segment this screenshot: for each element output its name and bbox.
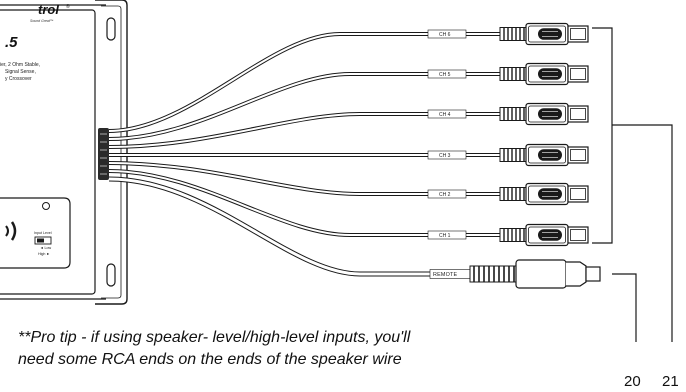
wire-ch1 (108, 169, 500, 237)
ch5-label: CH 5 (439, 72, 451, 78)
input-level-label: Input Level (34, 231, 52, 235)
remote-label: REMOTE (433, 272, 457, 278)
wire-ch2 (108, 161, 500, 196)
pro-tip-line-1: **Pro tip - if using speaker- level/high… (18, 329, 411, 346)
wire-ch6 (108, 32, 500, 133)
amplifier-body (0, 0, 128, 305)
callout-20: 20 (624, 373, 641, 390)
ch6-label: CH 6 (439, 32, 451, 38)
rca-plug-ch1 (499, 223, 589, 247)
callout-bracket-20 (612, 273, 637, 342)
description-line-1: ier, 2 Ohm Stable, (0, 62, 40, 68)
description-line-2: Signal Sense, (5, 69, 36, 75)
ch1-label: CH 1 (439, 233, 451, 239)
rca-plug-ch6 (499, 22, 589, 46)
remote-connector (469, 259, 601, 289)
input-level-switch[interactable] (34, 236, 52, 245)
callout-21: 21 (662, 373, 679, 390)
low-label: ◄ Low (40, 246, 52, 250)
rca-plug-ch5 (499, 62, 589, 86)
wire-ch4 (108, 112, 500, 149)
ch2-label: CH 2 (439, 192, 451, 198)
callout-bracket-21 (592, 27, 673, 342)
wire-remote (108, 176, 470, 277)
control-panel (0, 197, 71, 269)
ch3-label: CH 3 (439, 153, 451, 159)
rca-plug-ch3 (499, 143, 589, 167)
rca-plug-ch2 (499, 182, 589, 206)
pro-tip-note: **Pro tip - if using speaker- level/high… (18, 327, 411, 371)
model-text: .5 (5, 34, 18, 51)
pro-tip-line-2: need some RCA ends on the ends of the sp… (18, 351, 402, 368)
rca-plug-ch4 (499, 102, 589, 126)
brand-text: trol (38, 2, 59, 17)
tagline-text: Sound Great™ (30, 19, 53, 23)
brand-mark: ® (66, 3, 70, 10)
high-label: High ► (38, 252, 50, 256)
description-line-3: y Crossover (5, 76, 32, 82)
ch4-label: CH 4 (439, 112, 451, 118)
wire-ch5 (108, 72, 500, 141)
